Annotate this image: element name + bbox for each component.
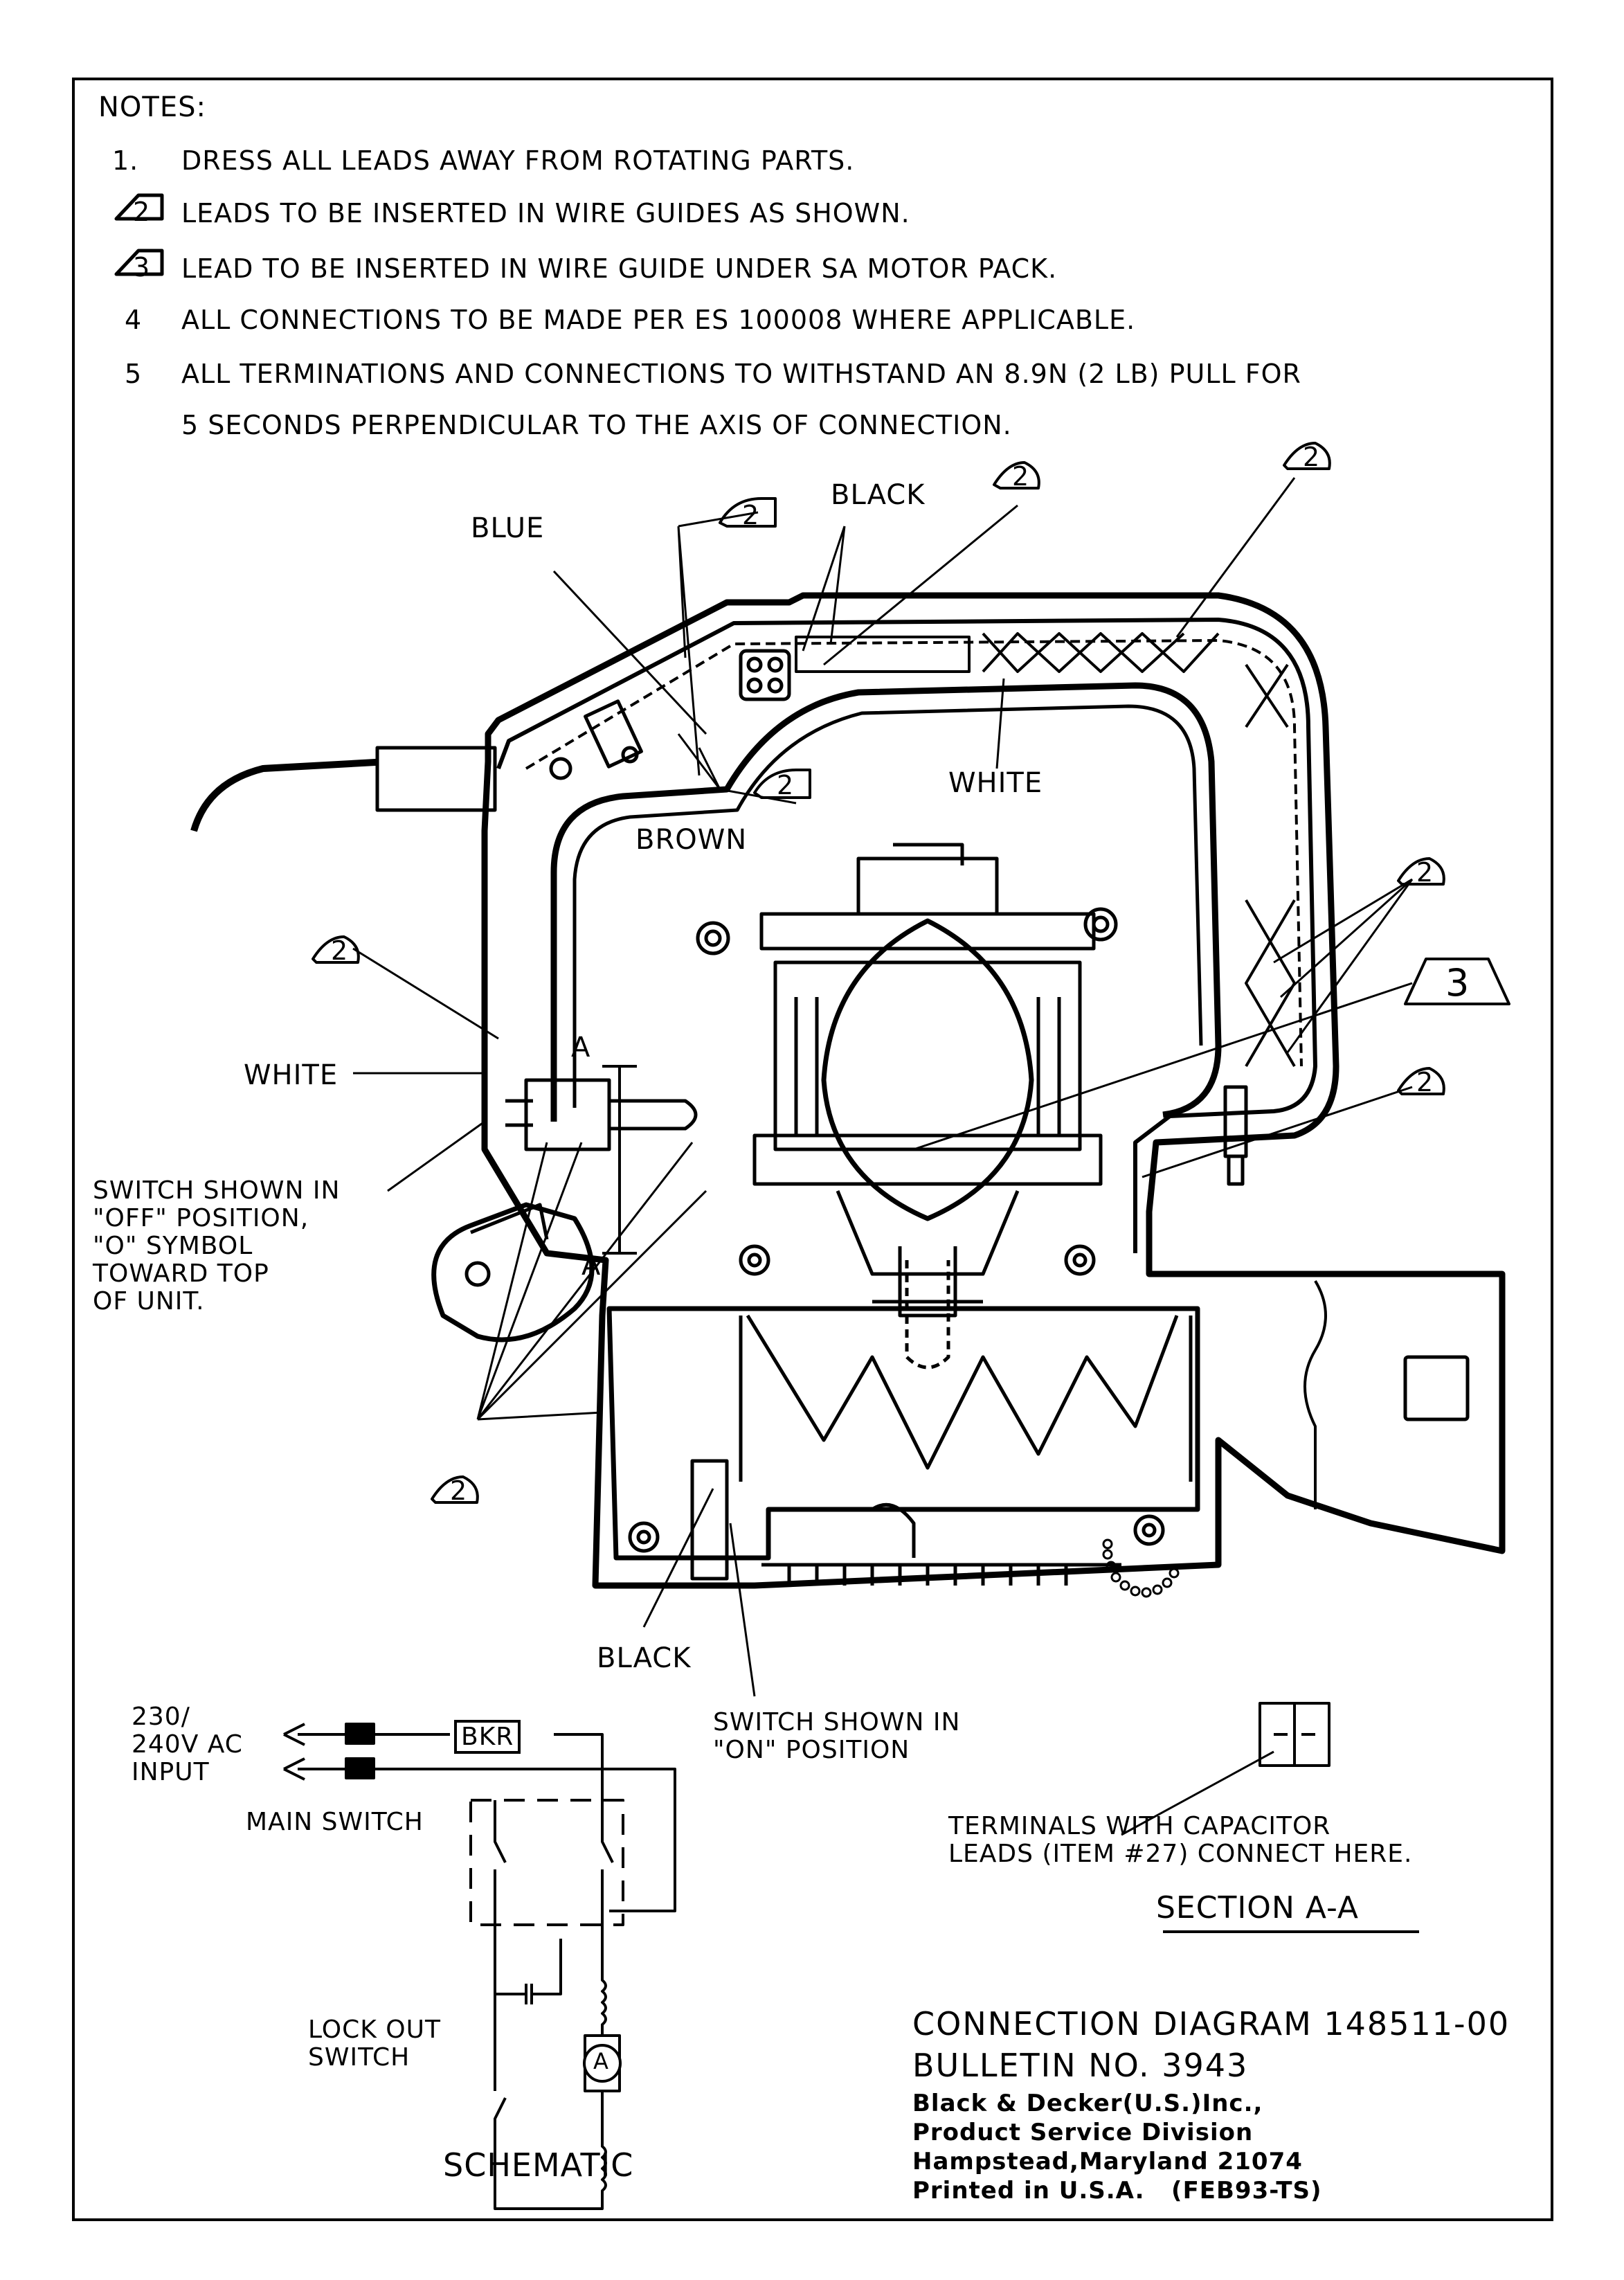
marker-2-icons (312, 442, 1445, 1504)
note-1-number: 1. (112, 145, 139, 176)
power-cord (190, 758, 388, 832)
note-2-marker-number: 2 (133, 197, 151, 227)
note-5-number: 5 (125, 359, 143, 389)
marker-2-label: 2 (1303, 442, 1321, 472)
wire-label-white-left: WHITE (244, 1059, 339, 1091)
marker-2-label: 2 (1416, 857, 1434, 888)
terminals-callout: TERMINALS WITH CAPACITOR LEADS (ITEM #27… (948, 1812, 1413, 1868)
address: Hampstead,Maryland 21074 (912, 2148, 1303, 2175)
breaker-label: BKR (454, 1720, 521, 1754)
section-mark-a-top: A (571, 1032, 591, 1063)
wire-label-blue: BLUE (471, 512, 545, 544)
print-info: Printed in U.S.A. (FEB93-TS) (912, 2177, 1322, 2205)
wire-label-black-bottom: BLACK (597, 1642, 692, 1674)
note-5-continued: 5 SECONDS PERPENDICULAR TO THE AXIS OF C… (181, 410, 1012, 440)
inner-arch (550, 682, 1222, 1122)
wire-label-white-top: WHITE (948, 767, 1043, 799)
switch-off-callout: SWITCH SHOWN IN "OFF" POSITION, "O" SYMB… (93, 1176, 341, 1316)
schematic-title: SCHEMATIC (443, 2146, 634, 2184)
motor-assembly (752, 843, 1103, 1370)
section-mark-a-bottom: A (581, 1250, 602, 1282)
marker-2-label: 2 (777, 770, 795, 800)
motor-symbol-label: A (593, 2048, 609, 2074)
schematic-input-label: 230/ 240V AC INPUT (132, 1703, 243, 1786)
marker-3-icon (1404, 958, 1510, 1005)
note-1-text: DRESS ALL LEADS AWAY FROM ROTATING PARTS… (181, 145, 855, 176)
diagram-number: CONNECTION DIAGRAM 148511-00 (912, 2005, 1510, 2043)
switch-on-callout: SWITCH SHOWN IN "ON" POSITION (713, 1708, 961, 1764)
note-4-number: 4 (125, 305, 143, 335)
main-switch-label: MAIN SWITCH (246, 1808, 424, 1836)
wire-label-black-top: BLACK (831, 479, 926, 511)
division-name: Product Service Division (912, 2119, 1254, 2146)
note-3-marker-icon (114, 249, 164, 276)
marker-2-label: 2 (1416, 1067, 1434, 1097)
wire-guide-path (525, 639, 1303, 1067)
terminal-symbol (1258, 1702, 1330, 1767)
company-name: Black & Decker(U.S.)Inc., (912, 2090, 1263, 2117)
off-switch-detail (431, 1078, 698, 1343)
marker-2-label: 2 (450, 1475, 468, 1506)
marker-2-label: 2 (1012, 461, 1030, 492)
section-title: SECTION A-A (1156, 1890, 1359, 1926)
fan-housing (606, 1244, 1200, 1586)
drawing-sheet (72, 78, 1553, 2221)
note-4-text: ALL CONNECTIONS TO BE MADE PER ES 100008… (181, 305, 1136, 335)
notes-heading: NOTES: (98, 91, 206, 123)
note-3-text: LEAD TO BE INSERTED IN WIRE GUIDE UNDER … (181, 253, 1058, 284)
note-2-marker-icon (114, 193, 164, 221)
schematic-drawing (283, 1723, 676, 2210)
marker-2-label: 2 (331, 935, 349, 966)
wire-label-brown: BROWN (635, 824, 748, 856)
marker-3-label: 3 (1445, 961, 1470, 1005)
note-2-text: LEADS TO BE INSERTED IN WIRE GUIDES AS S… (181, 198, 910, 228)
note-5-text: ALL TERMINATIONS AND CONNECTIONS TO WITH… (181, 359, 1301, 389)
marker-2-label: 2 (742, 500, 760, 530)
note-3-marker-number: 3 (133, 252, 151, 282)
lock-out-switch-label: LOCK OUT SWITCH (308, 2016, 441, 2072)
housing-outline (481, 592, 1506, 1589)
bulletin-number: BULLETIN NO. 3943 (912, 2047, 1249, 2084)
